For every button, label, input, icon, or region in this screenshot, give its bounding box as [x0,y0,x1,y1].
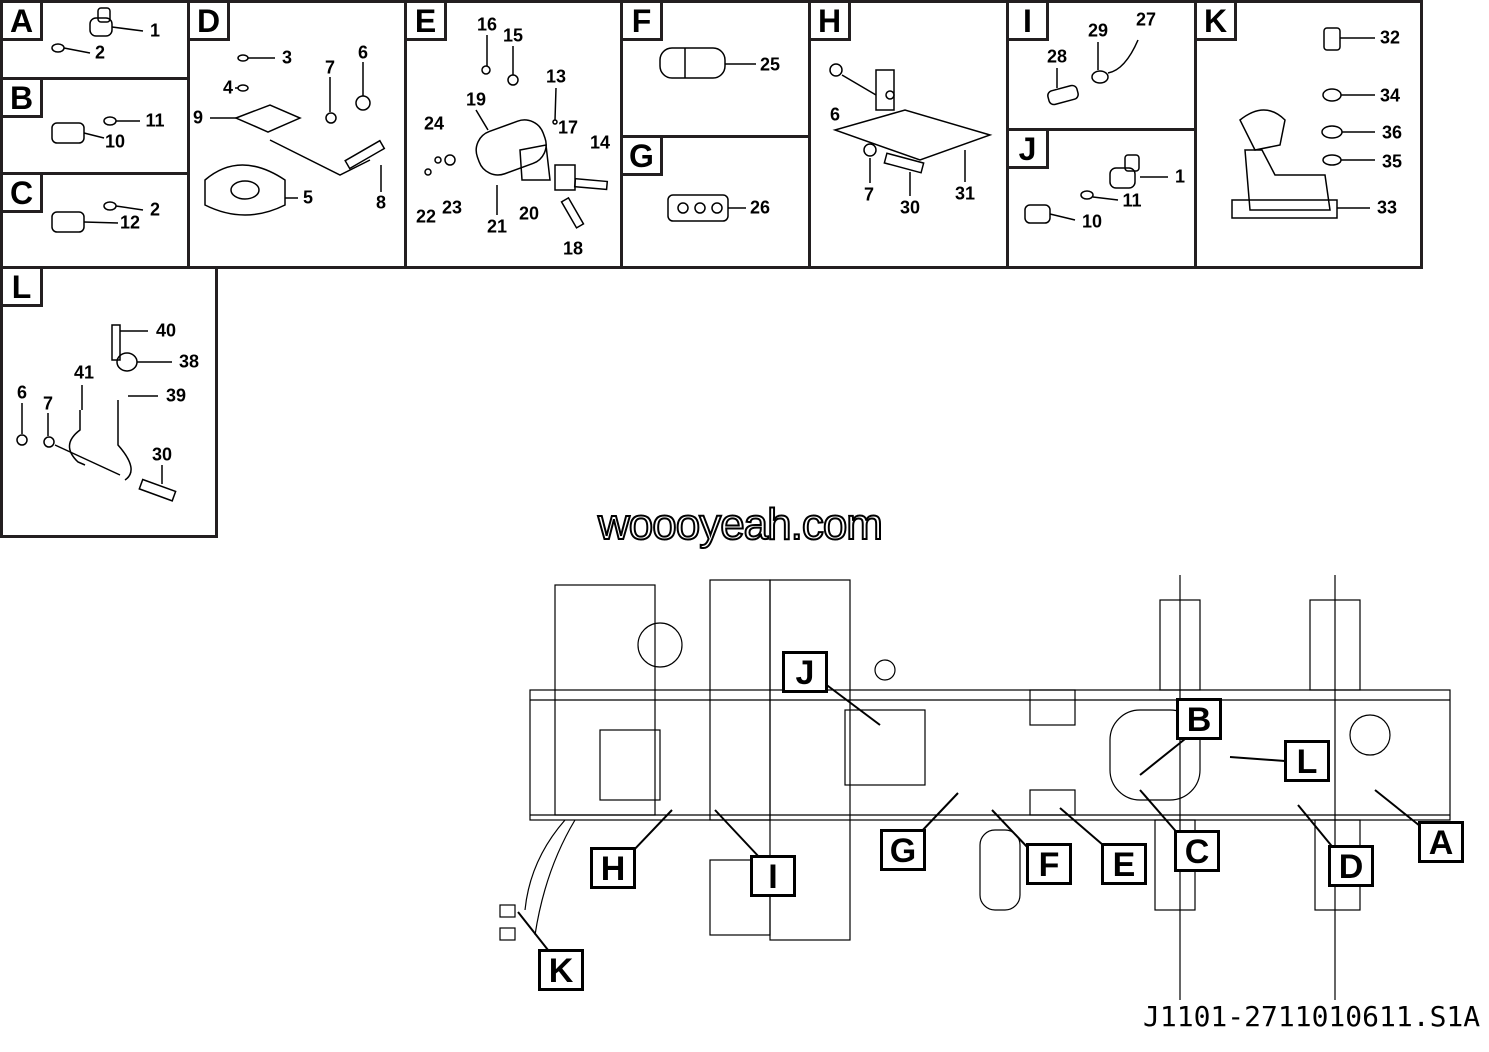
part-number: 14 [589,132,611,153]
panel-letter: B [3,80,43,118]
panel-g: G [620,135,811,269]
part-number: 1 [149,20,161,41]
part-number: 22 [415,206,437,227]
callout-h: H [590,847,636,889]
callout-d: D [1328,845,1374,887]
panel-letter: G [623,138,663,176]
callout-a: A [1418,821,1464,863]
panel-letter: E [407,3,447,41]
part-number: 19 [465,89,487,110]
panel-d: D [187,0,407,269]
part-number: 38 [178,351,200,372]
part-number: 4 [222,77,234,98]
part-number: 23 [441,197,463,218]
part-number: 32 [1379,27,1401,48]
part-number: 35 [1381,151,1403,172]
callout-b: B [1176,698,1222,740]
part-number: 18 [562,238,584,259]
part-number: 20 [518,203,540,224]
part-number: 7 [863,184,875,205]
part-number: 15 [502,25,524,46]
part-number: 17 [557,117,579,138]
callout-e: E [1101,843,1147,885]
part-number: 40 [155,320,177,341]
part-number: 7 [42,393,54,414]
panel-letter: L [3,269,43,307]
panel-b: B [0,77,190,175]
panel-letter: F [623,3,663,41]
part-number: 33 [1376,197,1398,218]
panel-h: H [808,0,1009,269]
part-number: 28 [1046,46,1068,67]
part-number: 10 [1081,211,1103,232]
part-number: 6 [16,382,28,403]
part-number: 11 [1122,190,1142,211]
panel-letter: D [190,3,230,41]
drawing-code: J1101-2711010611.S1A [1143,1000,1481,1033]
part-number: 31 [954,183,976,204]
part-number: 36 [1381,122,1403,143]
part-number: 6 [829,104,841,125]
part-number: 29 [1087,20,1109,41]
part-number: 3 [281,47,293,68]
part-number: 11 [145,110,165,131]
panel-c: C [0,172,190,269]
panel-l: L [0,266,218,538]
callout-i: I [750,855,796,897]
part-number: 26 [749,197,771,218]
callout-g: G [880,829,926,871]
part-number: 12 [119,212,141,233]
part-number: 2 [94,42,106,63]
part-number: 7 [324,57,336,78]
part-number: 9 [192,107,204,128]
callout-k: K [538,949,584,991]
part-number: 2 [149,199,161,220]
panel-letter: J [1009,131,1049,169]
part-number: 27 [1135,9,1157,30]
part-number: 10 [104,131,126,152]
panel-letter: A [3,3,43,41]
part-number: 16 [476,14,498,35]
panel-letter: H [811,3,851,41]
callout-j: J [782,651,828,693]
panel-letter: I [1009,3,1049,41]
part-number: 6 [357,42,369,63]
part-number: 13 [545,66,567,87]
panel-letter: K [1197,3,1237,41]
panel-k: K [1194,0,1423,269]
callout-c: C [1174,830,1220,872]
part-number: 24 [423,113,445,134]
callout-f: F [1026,843,1072,885]
part-number: 5 [302,187,314,208]
part-number: 30 [899,197,921,218]
panel-letter: C [3,175,43,213]
panel-j: J [1006,128,1197,269]
part-number: 34 [1379,85,1401,106]
part-number: 8 [375,192,387,213]
part-number: 21 [486,216,508,237]
callout-l: L [1284,740,1330,782]
part-number: 39 [165,385,187,406]
part-number: 25 [759,54,781,75]
part-number: 30 [151,444,173,465]
panel-f: F [620,0,811,138]
part-number: 1 [1174,166,1186,187]
panel-a: A [0,0,190,80]
watermark: woooyeah.com [597,499,884,550]
part-number: 41 [73,362,95,383]
